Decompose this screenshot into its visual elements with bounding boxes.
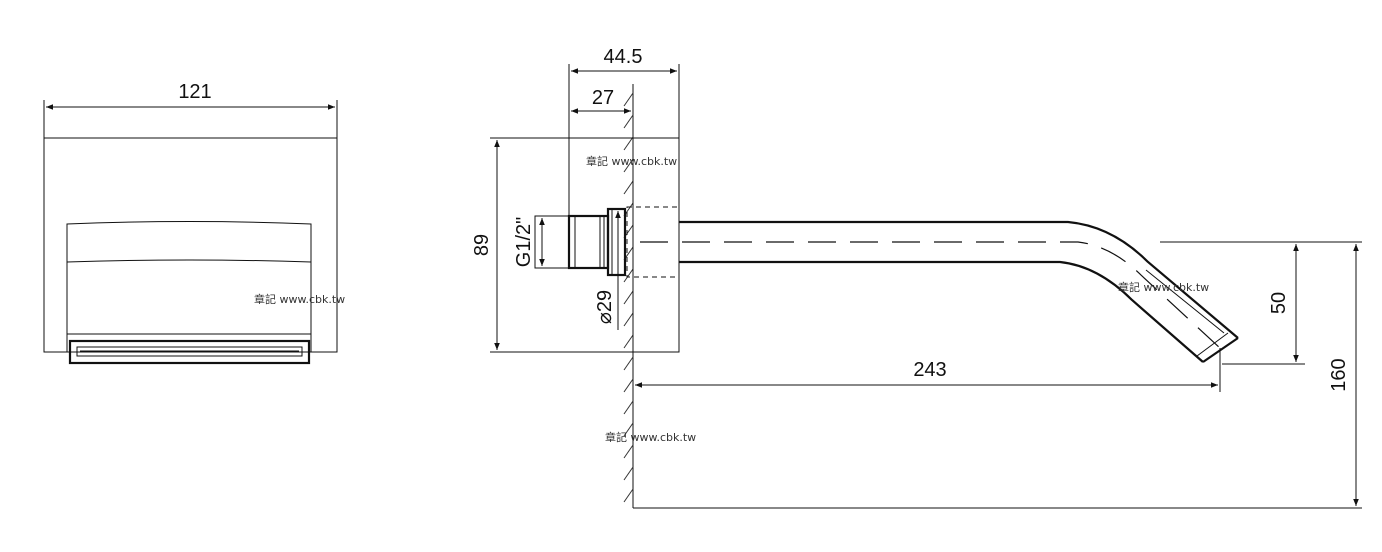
front-width-label: 121 bbox=[178, 81, 211, 103]
spout-highlight bbox=[1145, 269, 1225, 334]
spout-length-label: 243 bbox=[913, 359, 946, 381]
front-view: 121 章記 www.cbk.tw bbox=[43, 81, 345, 365]
front-body-outline bbox=[43, 137, 338, 353]
side-hidden-fitting bbox=[626, 206, 680, 278]
diameter-label: ⌀29 bbox=[594, 290, 616, 324]
side-watermark-bottom: 章記 www.cbk.tw bbox=[605, 430, 696, 444]
side-watermark-spout: 章記 www.cbk.tw bbox=[1118, 280, 1209, 294]
front-outlet-slot bbox=[76, 346, 303, 357]
side-watermark-top: 章記 www.cbk.tw bbox=[586, 154, 677, 168]
front-watermark: 章記 www.cbk.tw bbox=[254, 292, 345, 306]
front-spout-housing bbox=[66, 221, 312, 352]
side-depth-label: 44.5 bbox=[604, 46, 643, 68]
side-nut bbox=[606, 207, 627, 277]
spout-bottom-edge bbox=[679, 260, 1204, 363]
front-outlet-frame bbox=[68, 339, 311, 365]
side-view: 44.5 27 89 G1/2" ⌀29 bbox=[471, 46, 1362, 509]
side-thread bbox=[534, 215, 570, 269]
drop-label: 50 bbox=[1268, 292, 1290, 314]
side-inner-label: 27 bbox=[592, 87, 614, 109]
side-body-outline bbox=[632, 137, 680, 353]
side-height-label: 89 bbox=[471, 234, 493, 256]
spout-outlet-inner bbox=[1196, 332, 1229, 357]
front-spout-crease bbox=[66, 259, 312, 263]
overall-height-label: 160 bbox=[1328, 358, 1350, 391]
thread-label: G1/2" bbox=[513, 217, 535, 267]
spout-centerline bbox=[640, 241, 1221, 349]
spout-top-edge bbox=[679, 220, 1239, 339]
